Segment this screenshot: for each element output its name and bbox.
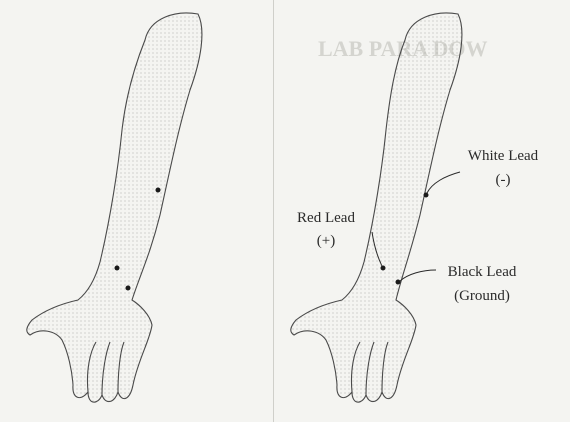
- white-lead-line: [427, 172, 460, 193]
- white-lead-sign: (-): [458, 170, 548, 190]
- red-electrode: [381, 266, 386, 271]
- white-electrode: [424, 193, 429, 198]
- red-lead-label: Red Lead (+): [286, 208, 366, 251]
- white-lead-name: White Lead: [458, 146, 548, 166]
- white-lead-label: White Lead (-): [458, 146, 548, 190]
- black-lead-name: Black Lead: [432, 262, 532, 282]
- black-lead-sign: (Ground): [432, 286, 532, 306]
- left-arm: [27, 13, 202, 402]
- electrode: [126, 286, 131, 291]
- black-lead-label: Black Lead (Ground): [432, 262, 532, 306]
- red-lead-sign: (+): [286, 231, 366, 251]
- black-electrode: [396, 280, 401, 285]
- red-lead-name: Red Lead: [286, 208, 366, 228]
- electrode: [156, 188, 161, 193]
- electrode: [115, 266, 120, 271]
- black-lead-line: [400, 270, 436, 281]
